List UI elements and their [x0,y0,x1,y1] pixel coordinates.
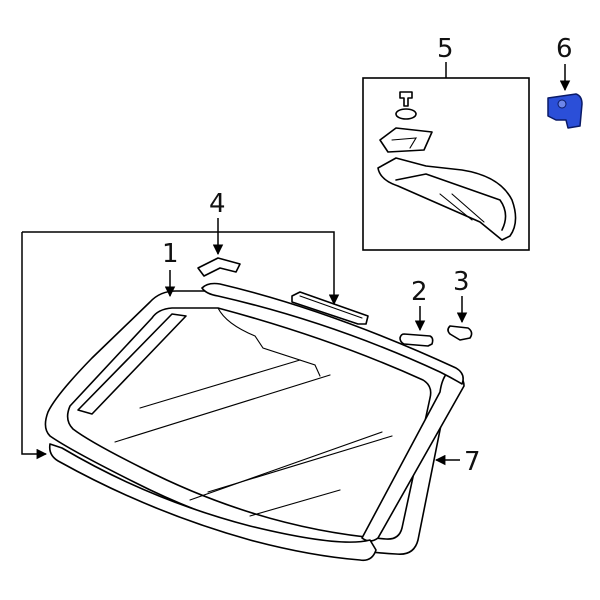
part-3-pad [447,325,473,341]
garnish-strip [291,291,369,325]
leader-lines [21,62,571,466]
callout-3: 3 [453,267,470,297]
part-2-pad [399,333,434,347]
callout-2: 2 [411,277,428,307]
part-5-box [362,77,530,251]
callout-5: 5 [437,34,454,64]
callout-6: 6 [556,34,573,64]
callout-4: 4 [209,189,226,219]
part-6-bracket-highlighted [547,93,583,129]
part-4-clip [197,257,241,277]
upper-moulding [201,282,464,385]
callout-7: 7 [464,447,481,477]
callout-1: 1 [162,239,179,269]
windshield-glass [44,290,450,556]
